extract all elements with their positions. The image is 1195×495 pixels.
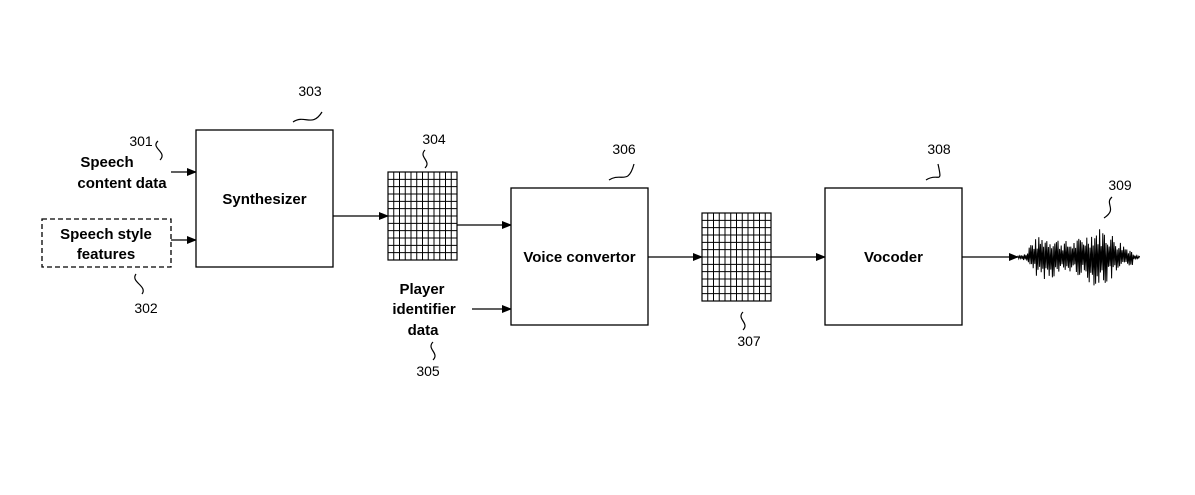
player-identifier-line2: identifier — [392, 301, 456, 318]
speech-style-label-line2: features — [77, 246, 135, 263]
speech-style-label-line1: Speech style — [60, 226, 152, 243]
ref-306: 306 — [612, 141, 636, 157]
vocoder-label: Vocoder — [864, 249, 923, 266]
ref-308: 308 — [927, 141, 951, 157]
ref-309-leader — [1103, 196, 1113, 219]
spectrogram-307 — [701, 212, 772, 302]
waveform-trace — [1017, 229, 1141, 286]
speech-content-label-line1: Speech — [80, 154, 133, 171]
ref-301-leader — [155, 140, 163, 161]
spectrogram-304 — [387, 171, 458, 261]
vocoder-block — [824, 187, 963, 326]
player-identifier-line1: Player — [399, 281, 444, 298]
voice-convertor-block — [510, 187, 649, 326]
speech-style-box — [41, 218, 172, 268]
ref-305-leader — [430, 341, 436, 361]
ref-303-leader — [292, 111, 323, 123]
voice-convertor-label: Voice convertor — [523, 249, 635, 266]
ref-306-leader — [608, 163, 635, 181]
player-identifier-line3: data — [408, 322, 440, 339]
ref-307: 307 — [737, 333, 761, 349]
ref-308-leader — [925, 163, 941, 181]
ref-301: 301 — [129, 133, 153, 149]
ref-309: 309 — [1108, 177, 1132, 193]
ref-302: 302 — [134, 300, 158, 316]
waveform-309 — [1017, 229, 1141, 286]
synthesizer-label: Synthesizer — [222, 191, 306, 208]
synthesizer-block — [195, 129, 334, 268]
ref-307-leader — [740, 311, 746, 331]
ref-303: 303 — [298, 83, 322, 99]
ref-304: 304 — [422, 131, 446, 147]
speech-content-label-line2: content data — [77, 175, 167, 192]
ref-304-leader — [422, 149, 428, 169]
ref-305: 305 — [416, 363, 440, 379]
ref-302-leader — [134, 273, 144, 295]
